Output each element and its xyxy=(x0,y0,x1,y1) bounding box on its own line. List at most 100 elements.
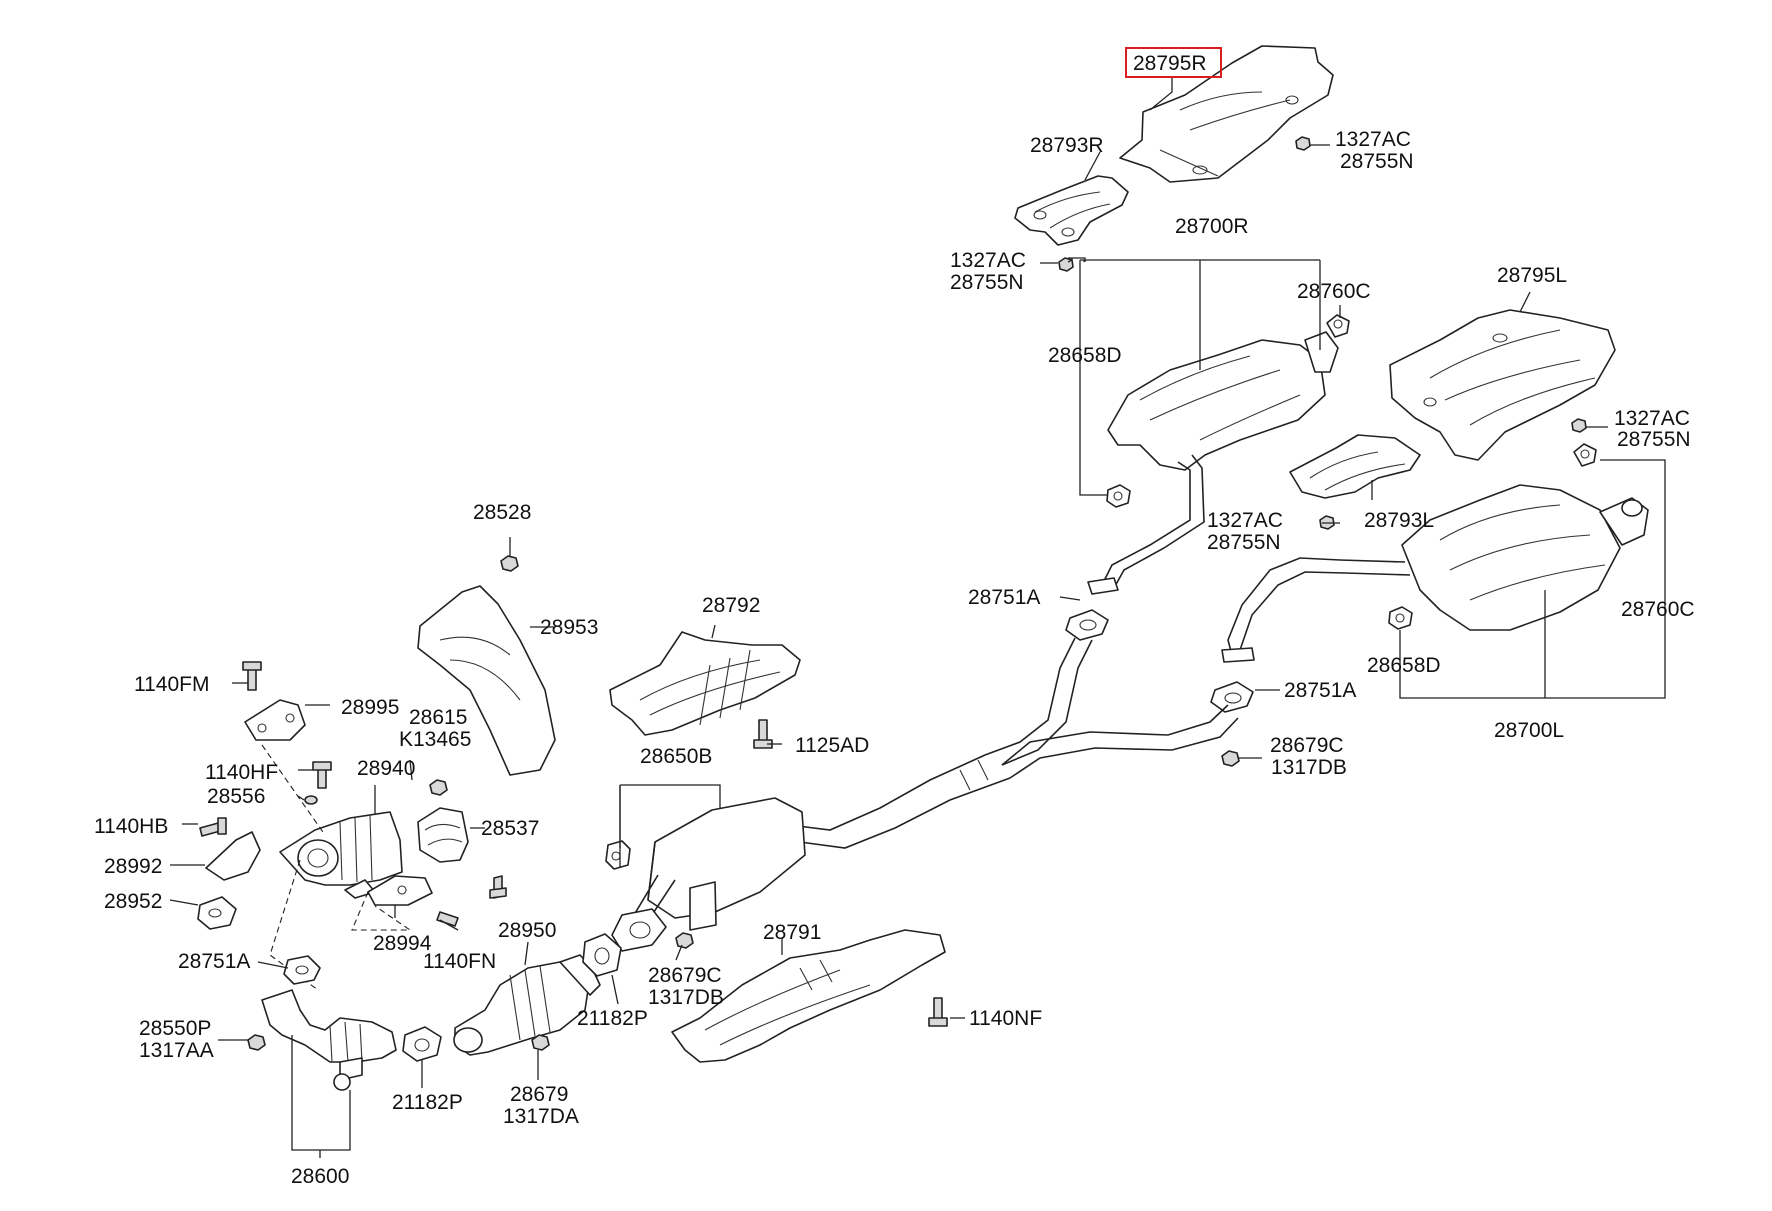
part-label-28679C[interactable]: 28679C xyxy=(648,964,722,987)
bolt-1140NF-icon[interactable] xyxy=(928,997,948,1027)
part-label-28537[interactable]: 28537 xyxy=(481,817,539,840)
part-label-28528[interactable]: 28528 xyxy=(473,501,531,524)
bolt-28537-icon[interactable] xyxy=(489,875,507,899)
bolt-1140FM-icon[interactable] xyxy=(242,661,262,691)
exhaust-manifold-28940-shape[interactable] xyxy=(279,811,403,899)
hanger-28658D-a-icon[interactable] xyxy=(1106,484,1131,508)
part-label-28795R[interactable]: 28795R xyxy=(1133,52,1207,75)
bolt-1125AD-icon[interactable] xyxy=(753,719,773,749)
part-label-28658D[interactable]: 28658D xyxy=(1367,654,1441,677)
part-label-28791[interactable]: 28791 xyxy=(763,921,821,944)
part-label-K13465[interactable]: K13465 xyxy=(399,728,471,751)
nut-1327AC-c-icon[interactable] xyxy=(1571,418,1608,433)
part-label-28940[interactable]: 28940 xyxy=(357,757,415,780)
part-label-1317DA[interactable]: 1317DA xyxy=(503,1105,579,1128)
part-label-28751A[interactable]: 28751A xyxy=(968,586,1040,609)
part-label-28793L[interactable]: 28793L xyxy=(1364,509,1434,532)
part-label-28679C[interactable]: 28679C xyxy=(1270,734,1344,757)
part-label-28679[interactable]: 28679 xyxy=(510,1083,568,1106)
part-label-1140FN[interactable]: 1140FN xyxy=(423,950,496,973)
part-label-28992[interactable]: 28992 xyxy=(104,855,162,878)
part-label-28658D[interactable]: 28658D xyxy=(1048,344,1122,367)
part-label-1140NF[interactable]: 1140NF xyxy=(969,1007,1042,1030)
bolt-1140HB-icon[interactable] xyxy=(199,817,227,837)
heat-protector-28791-shape[interactable] xyxy=(671,929,946,1063)
hanger-28650B-icon[interactable] xyxy=(605,840,631,870)
part-label-28556[interactable]: 28556 xyxy=(207,785,265,808)
heat-protector-28792-shape[interactable] xyxy=(609,631,801,736)
part-label-28700R[interactable]: 28700R xyxy=(1175,215,1249,238)
washer-28556-icon[interactable] xyxy=(304,795,318,805)
part-label-28795L[interactable]: 28795L xyxy=(1497,264,1567,287)
hanger-28658D-b-icon[interactable] xyxy=(1388,606,1413,630)
assembly-line xyxy=(261,744,412,991)
part-label-28953[interactable]: 28953 xyxy=(540,616,598,639)
hanger-28760C-b-icon[interactable] xyxy=(1573,443,1597,467)
part-label-28760C[interactable]: 28760C xyxy=(1297,280,1371,303)
part-label-1327AC[interactable]: 1327AC xyxy=(1335,128,1411,151)
nut-28679-icon[interactable] xyxy=(531,1034,550,1051)
nut-1327AC-a-icon[interactable] xyxy=(1295,136,1330,151)
part-label-28755N[interactable]: 28755N xyxy=(950,271,1024,294)
part-label-28792[interactable]: 28792 xyxy=(702,594,760,617)
part-label-1140FM[interactable]: 1140FM xyxy=(134,673,209,696)
rear-muffler-28700R-shape[interactable] xyxy=(1087,331,1339,595)
part-label-1327AC[interactable]: 1327AC xyxy=(1207,509,1283,532)
part-label-1327AC[interactable]: 1327AC xyxy=(950,249,1026,272)
part-label-1140HF[interactable]: 1140HF xyxy=(205,761,278,784)
part-label-28760C[interactable]: 28760C xyxy=(1621,598,1695,621)
part-label-28600[interactable]: 28600 xyxy=(291,1165,349,1188)
part-label-21182P[interactable]: 21182P xyxy=(392,1091,463,1114)
gasket-28952-icon[interactable] xyxy=(197,896,237,930)
part-label-28994[interactable]: 28994 xyxy=(373,932,432,955)
part-label-28751A[interactable]: 28751A xyxy=(178,950,250,973)
part-label-28995[interactable]: 28995 xyxy=(341,696,399,719)
bolt-1140FN-icon[interactable] xyxy=(436,911,459,927)
front-pipe-28600-shape[interactable] xyxy=(261,989,397,1091)
bracket-28992-icon[interactable] xyxy=(205,831,261,881)
bracket-28994-icon[interactable] xyxy=(367,875,433,906)
part-label-28950[interactable]: 28950 xyxy=(498,919,556,942)
part-label-1125AD[interactable]: 1125AD xyxy=(795,734,869,757)
nut-28679C-a-icon[interactable] xyxy=(1221,750,1240,767)
center-pipe-28650B-shape[interactable] xyxy=(611,637,1239,952)
gasket-21182P-b-icon[interactable] xyxy=(402,1026,442,1062)
leader-lines xyxy=(169,78,1666,1158)
part-label-28751A[interactable]: 28751A xyxy=(1284,679,1356,702)
part-label-28700L[interactable]: 28700L xyxy=(1494,719,1564,742)
bolt-28528-icon[interactable] xyxy=(500,555,519,572)
part-label-28755N[interactable]: 28755N xyxy=(1617,428,1691,451)
hanger-28760C-a-icon[interactable] xyxy=(1326,314,1350,338)
heat-protector-28793R-shape[interactable] xyxy=(1014,175,1129,246)
bracket-28995-icon[interactable] xyxy=(244,699,306,741)
rear-muffler-28700L-shape[interactable] xyxy=(1221,484,1649,663)
nut-28550P-icon[interactable] xyxy=(247,1034,266,1051)
part-label-28550P[interactable]: 28550P xyxy=(139,1017,211,1040)
part-label-1317DB[interactable]: 1317DB xyxy=(648,986,724,1009)
part-label-28650B[interactable]: 28650B xyxy=(640,745,712,768)
part-label-28793R[interactable]: 28793R xyxy=(1030,134,1104,157)
part-label-28615[interactable]: 28615 xyxy=(409,706,467,729)
catalytic-converter-28950-shape[interactable] xyxy=(453,954,601,1056)
nut-28615-icon[interactable] xyxy=(429,779,448,796)
part-label-1327AC[interactable]: 1327AC xyxy=(1614,407,1690,430)
part-label-28755N[interactable]: 28755N xyxy=(1207,531,1281,554)
heat-protector-28795L-shape[interactable] xyxy=(1389,309,1616,461)
gasket-21182P-a-icon[interactable] xyxy=(582,933,622,977)
part-label-21182P[interactable]: 21182P xyxy=(577,1007,648,1030)
heat-protector-28793L-shape[interactable] xyxy=(1289,434,1421,499)
part-label-28952[interactable]: 28952 xyxy=(104,890,162,913)
gasket-28751A-c-icon[interactable] xyxy=(283,955,321,985)
gasket-28751A-b-icon[interactable] xyxy=(1210,681,1254,713)
heat-protector-28795R-shape[interactable] xyxy=(1119,45,1334,183)
gasket-28751A-a-icon[interactable] xyxy=(1065,609,1109,641)
heat-protector-28953-shape[interactable] xyxy=(417,585,556,776)
heat-protector-28537-shape[interactable] xyxy=(417,807,469,863)
bolt-1140HF-icon[interactable] xyxy=(312,761,332,789)
part-label-28755N[interactable]: 28755N xyxy=(1340,150,1414,173)
part-label-1140HB[interactable]: 1140HB xyxy=(94,815,168,838)
part-label-1317DB[interactable]: 1317DB xyxy=(1271,756,1347,779)
part-label-1317AA[interactable]: 1317AA xyxy=(139,1039,214,1062)
nut-1327AC-b-icon[interactable] xyxy=(1040,257,1074,272)
nut-28679C-b-icon[interactable] xyxy=(675,932,694,949)
